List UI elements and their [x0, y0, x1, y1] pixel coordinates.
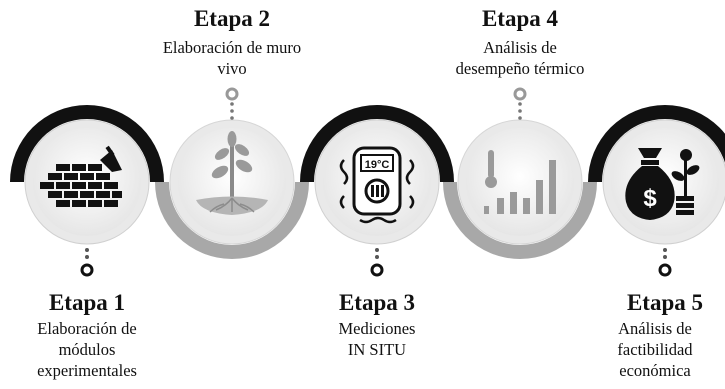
temperature-bar-chart-icon: [484, 150, 556, 214]
stage-5-circle: $: [588, 105, 725, 245]
stage-5-title: Etapa 5: [626, 290, 704, 315]
stage-4-description: Análisis de desempeño térmico: [455, 38, 585, 78]
money-bag-coins-icon: $: [625, 148, 700, 220]
stage-5-connector: [658, 248, 672, 277]
stage-3-connector: [370, 248, 384, 277]
plant-roots-icon: [196, 131, 268, 215]
stage-1-circle: [10, 105, 164, 245]
stage-4-circle: [443, 119, 597, 259]
stage-4-connector: [513, 87, 527, 120]
stage-3-circle: 19°C: [300, 105, 454, 245]
stage-3-title: Etapa 3: [338, 290, 416, 315]
stage-1-title: Etapa 1: [48, 290, 126, 315]
stage-2-description: Elaboración de muro vivo: [162, 38, 302, 78]
stage-1-description: Elaboración de módulos experimentales: [37, 319, 137, 380]
stage-2-circle: [155, 119, 309, 259]
svg-text:$: $: [643, 185, 657, 212]
stage-3-description: Mediciones IN SITU: [338, 319, 416, 359]
stage-5-description: Análisis de factibilidad económica: [617, 319, 693, 380]
bricks-trowel-icon: [40, 145, 122, 207]
thermometer-device-icon: 19°C: [339, 146, 415, 224]
stage-2-connector: [225, 87, 239, 120]
stage-4-title: Etapa 4: [481, 6, 559, 31]
stage-2-title: Etapa 2: [193, 6, 271, 31]
stage-1-connector: [80, 248, 94, 277]
device-reading: 19°C: [365, 159, 390, 171]
